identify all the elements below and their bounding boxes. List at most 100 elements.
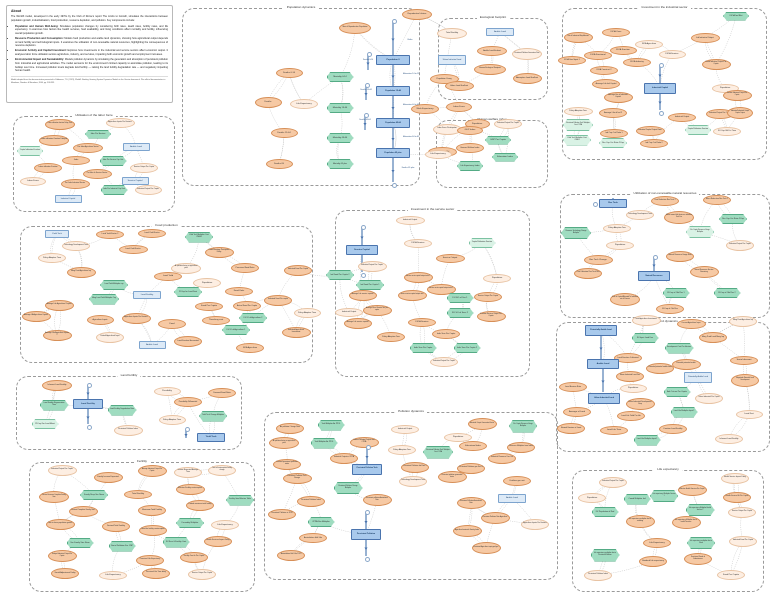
node-aux[interactable]: Human Ecological Footprint — [474, 63, 506, 75]
node-exo[interactable]: Service Output Per Capita — [188, 568, 216, 580]
node-stock[interactable]: Population 45-64 — [376, 118, 410, 128]
node-aux[interactable]: Work Expectancy — [411, 104, 439, 114]
node-aux[interactable]: Need for fertility contraception — [139, 524, 167, 536]
node-aux[interactable]: Food Per Capita — [195, 301, 223, 311]
node-exo[interactable]: Population — [483, 273, 511, 283]
node-aux[interactable]: Potential potential arable land — [646, 362, 674, 374]
node-exo[interactable]: Industrial Output — [335, 307, 363, 317]
node-aux[interactable]: Perceived Life Time delay — [142, 567, 170, 579]
node-aux[interactable]: Desired Complete Family Size — [68, 505, 98, 517]
node-tab[interactable]: Marg Land Yield Multiplier Cap — [89, 293, 119, 305]
node-aux[interactable]: Indicat Related Output and CPPA — [349, 436, 379, 448]
node-stockl[interactable]: Arable Land — [122, 143, 150, 151]
node-tab[interactable]: Education Index — [492, 152, 518, 162]
node-tab[interactable]: Ind Food Per Capita 1 — [356, 280, 384, 290]
node-aux[interactable]: Health Services Impact Delay — [204, 535, 232, 547]
node-stockl[interactable]: Service Capital — [121, 177, 149, 185]
node-aux[interactable]: FU Inp of Obt Res — [656, 304, 684, 314]
node-aux[interactable]: Social Adjustment Delay — [51, 567, 79, 579]
node-aux[interactable]: Persistent Pollution Rate Agriculture — [480, 512, 510, 524]
node-exo[interactable]: Policy Adoption Year — [563, 106, 593, 116]
node-exo[interactable]: Industrial Output — [391, 424, 419, 434]
node-aux[interactable]: Desired Increase Complete Family Size — [39, 491, 69, 503]
node-aux[interactable]: Industrial Output or CPPA — [330, 452, 358, 464]
node-exo[interactable]: Marg Prod Agriculture Inp — [729, 315, 757, 327]
node-aux[interactable]: Indic Serv Per Capita — [432, 329, 460, 339]
node-aux[interactable]: FIOA Cons — [602, 27, 630, 37]
node-exo[interactable]: Policy Adoption Time — [158, 415, 186, 425]
node-aux[interactable]: FIOA Service — [408, 317, 436, 327]
node-aux[interactable]: Magnitude Potential Land Development — [731, 373, 759, 387]
node-aux[interactable]: Absorption Land EcoFoot — [512, 72, 542, 84]
node-tab[interactable]: Family Resp Soc Norm — [80, 490, 108, 500]
node-aux[interactable]: Fractional Food of Subsistence — [684, 553, 712, 565]
node-exo[interactable]: Air pollution factor on agricultural yie… — [171, 262, 201, 274]
node-exo[interactable]: Health Service Impact Delay — [721, 472, 749, 484]
node-aux[interactable]: Service sector capital output ratio 1 — [403, 271, 433, 283]
node-exo[interactable]: Technology Development Time — [399, 475, 427, 487]
node-stock[interactable]: Service Capital — [346, 245, 378, 255]
node-aux[interactable]: Life Expectancy — [643, 538, 671, 548]
node-tab[interactable]: CPPA Flux Multiplier — [307, 517, 335, 527]
node-exo[interactable]: Population — [193, 278, 221, 288]
node-exo[interactable]: Industrial Output Per Capita — [494, 119, 522, 129]
node-aux[interactable]: Human Welfare Index — [456, 143, 484, 153]
node-aux[interactable]: Labor utilisation Fraction — [34, 163, 62, 173]
node-aux[interactable]: Fixed Industrial Output Per Capita — [701, 58, 731, 70]
node-aux[interactable]: Deaths 65 — [265, 159, 293, 169]
node-tab[interactable]: FU Serv & Fertility Cont — [162, 536, 190, 548]
node-exo[interactable]: Policy Adoption Time — [38, 253, 66, 263]
node-tab[interactable]: GDP Per Capita — [485, 135, 511, 145]
node-exo[interactable]: Food Per Capita — [717, 570, 745, 580]
node-tab[interactable]: Arb Out are Per Capita — [663, 387, 691, 397]
node-aux[interactable]: Assimilation Half Life 1970 — [277, 549, 305, 561]
node-aux[interactable]: Fraction Service Output Per Capita — [476, 310, 506, 322]
node-aux[interactable]: Indicated Industrial Output Capita Outpu… — [727, 107, 753, 119]
node-tab[interactable]: Land Life Multiplier Input 2 — [670, 406, 698, 418]
node-aux[interactable]: Labor utilisation fraction Delay Time — [45, 118, 75, 130]
node-aux[interactable]: FIOA Fraction — [609, 45, 637, 55]
node-exo[interactable]: Time of contraceptive fertility change — [208, 464, 236, 476]
node-tab[interactable]: Res Cap Out Ratio 2 Exp — [719, 214, 747, 224]
node-aux[interactable]: Total Fertility — [124, 489, 152, 499]
node-exo[interactable]: Total Fertility — [437, 27, 467, 39]
node-aux[interactable]: FIOA Construct 2 — [590, 65, 618, 75]
node-aux[interactable]: Land Yield Factor 2 — [96, 229, 124, 239]
node-tab[interactable]: Mortality 45-64 — [326, 133, 354, 143]
node-exo[interactable]: FIOA Service — [658, 49, 686, 59]
node-aux[interactable]: Land Fraction Cultivated — [614, 353, 642, 363]
node-exo[interactable]: Population — [444, 432, 472, 442]
node-aux[interactable]: Labor utilisation Fraction Delayed — [39, 134, 69, 146]
node-aux[interactable]: Standard Life expectancy — [639, 555, 667, 567]
node-exo[interactable]: Technology Development Time — [626, 210, 654, 220]
node-aux[interactable]: Average Life of Service Sec per capita — [362, 304, 392, 316]
node-exo[interactable]: Policy Adoption Year — [388, 445, 416, 455]
node-stockl[interactable]: Yield Tech — [45, 230, 69, 238]
node-aux[interactable]: Land Yield Factor — [138, 228, 166, 238]
node-aux[interactable]: Labor Force — [446, 102, 472, 112]
node-tab[interactable]: Jobs Per Service Cap Unit — [99, 156, 127, 166]
node-aux[interactable]: Resource Multiplier from Index — [507, 441, 535, 453]
node-aux[interactable]: Land Erosion Rate — [559, 382, 587, 392]
node-tab[interactable]: Soc Family Size Norm — [66, 538, 94, 548]
node-tab[interactable]: Persistent Pollution Change Multiplier — [333, 482, 363, 494]
node-tab[interactable]: FIOA Ind Ret — [723, 11, 749, 21]
node-stock[interactable]: Population 0 — [376, 55, 410, 65]
node-aux[interactable]: Reproductive Lifetime — [402, 8, 432, 20]
node-exo[interactable]: Policy Adoption Time — [293, 308, 321, 318]
node-aux[interactable]: Population Young — [429, 74, 459, 84]
node-aux[interactable]: FIOA Agriculture — [236, 343, 264, 353]
node-tab[interactable]: Yield Multiplier Air PPOL — [317, 419, 345, 431]
node-aux[interactable]: Indicated Agricultural Investment — [281, 326, 311, 338]
node-aux[interactable]: Marg Prod Agriculture Inp — [66, 266, 96, 278]
node-tab[interactable]: FU IO of Agriculture 2 — [239, 313, 267, 323]
node-aux[interactable]: Res Tech Change — [583, 255, 613, 265]
node-tab[interactable]: Yield Multiplier Air PPOL — [310, 437, 338, 449]
node-aux[interactable]: Current Agriculture Input — [676, 319, 706, 329]
node-aux[interactable]: Average Life service capital 1 — [344, 317, 372, 329]
node-stock[interactable]: Natural Resources — [638, 271, 670, 281]
node-tab[interactable]: Life expectancy multiplier due to Food — [687, 537, 715, 549]
node-tab2[interactable]: PU Inp For Land Maint — [31, 419, 59, 429]
node-aux[interactable]: Average LA Agriculture Capital — [21, 310, 51, 322]
node-aux[interactable]: Persistent Pollution gen Fact 1 — [457, 462, 485, 474]
